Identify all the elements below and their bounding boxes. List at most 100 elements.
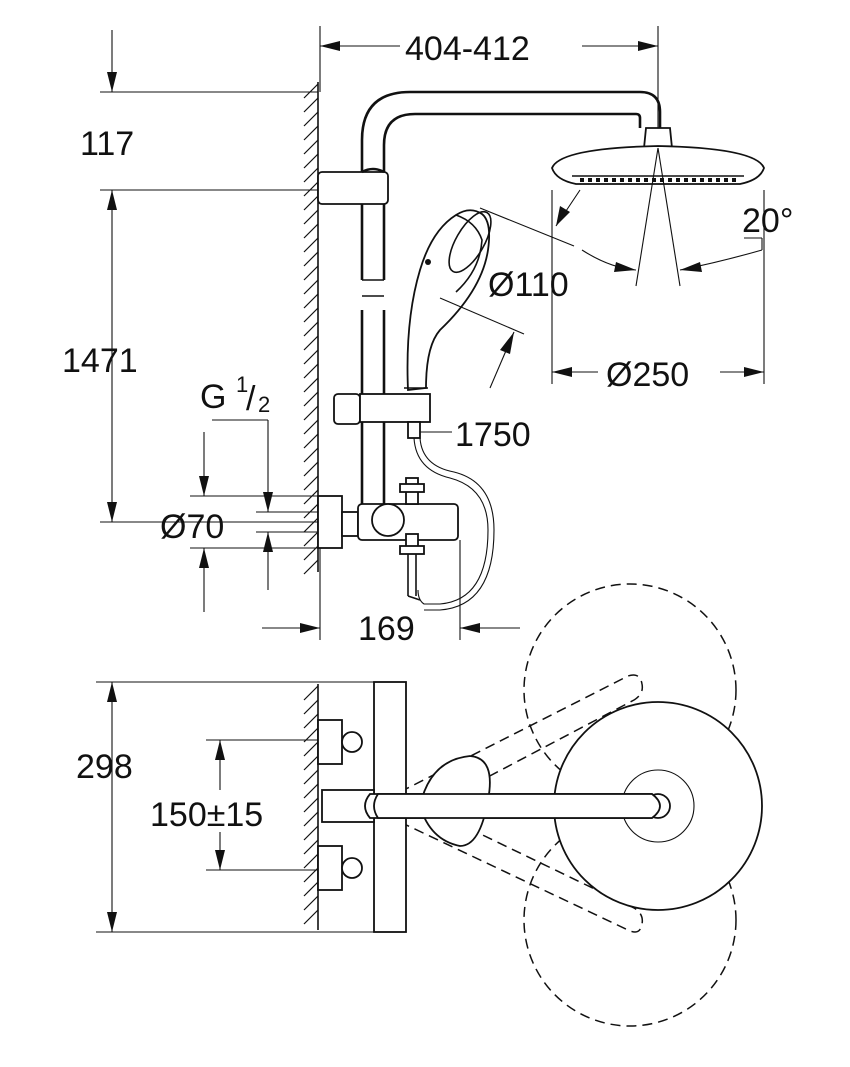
wall-hatch-line — [303, 783, 319, 799]
nozzle — [676, 178, 680, 182]
wall-hatch-line — [303, 531, 319, 547]
dimension-70: Ø70 — [160, 432, 318, 612]
wall-hatch-line — [303, 489, 319, 505]
nozzle — [724, 178, 728, 182]
wall-hatch-line — [303, 503, 319, 519]
spray-angle-20: 20° — [581, 147, 793, 287]
wall-hatch-line — [303, 741, 319, 757]
wall-hatch-line — [303, 223, 319, 239]
wall-hatch-line — [303, 195, 319, 211]
dimension-404-412: 404-412 — [319, 26, 659, 140]
wall-hatch-line — [303, 181, 319, 197]
wall-hatch-line — [303, 321, 319, 337]
nozzle — [636, 178, 640, 182]
nozzle — [716, 178, 720, 182]
wall-hatch-line — [303, 167, 319, 183]
wall-hatch-line — [303, 433, 319, 449]
wall-elevation — [303, 82, 319, 575]
dimension-298: 298 — [76, 681, 400, 933]
wall-hatch-line — [303, 209, 319, 225]
wall-hatch-line — [303, 713, 319, 729]
dim-110-label: Ø110 — [488, 266, 569, 304]
nozzle — [596, 178, 600, 182]
wall-hatch-line — [303, 517, 319, 533]
dim-250-label: Ø250 — [606, 356, 689, 394]
wall-hatch-line — [303, 755, 319, 771]
nozzle — [612, 178, 616, 182]
wall-hatch-line — [303, 447, 319, 463]
nozzle — [732, 178, 736, 182]
dim-70-label: Ø70 — [160, 508, 224, 546]
wall-hatch-line — [303, 279, 319, 295]
wall-hatch-line — [303, 797, 319, 813]
nozzle — [588, 178, 592, 182]
dimension-110: Ø110 — [439, 189, 581, 389]
dimension-169: 169 — [262, 540, 520, 648]
thermostat-mixer — [317, 477, 459, 601]
nozzle — [668, 178, 672, 182]
wall-hatch-line — [303, 335, 319, 351]
wall-hatch-line — [303, 307, 319, 323]
wall-hatch-line — [303, 895, 319, 911]
wall-hatch-line — [303, 811, 319, 827]
angle-label: 20° — [742, 202, 793, 240]
nozzle — [652, 178, 656, 182]
dimension-250: Ø250 — [551, 190, 765, 394]
wall-hatch-line — [303, 559, 319, 575]
wall-hatch-line — [303, 391, 319, 407]
nozzle — [628, 178, 632, 182]
nozzle — [580, 178, 584, 182]
dim-150-label: 150±15 — [150, 796, 263, 834]
wall-plan — [303, 684, 319, 930]
wall-hatch-line — [303, 125, 319, 141]
wall-hatch-line — [303, 237, 319, 253]
wall-hatch-line — [303, 111, 319, 127]
dimension-117: 117 — [80, 30, 318, 522]
dimension-150: 150±15 — [150, 739, 318, 871]
wall-hatch-line — [303, 839, 319, 855]
thread-num: 1 — [236, 372, 248, 397]
nozzle — [700, 178, 704, 182]
wall-hatch-line — [303, 909, 319, 925]
wall-hatch-line — [303, 881, 319, 897]
wall-hatch-line — [303, 419, 319, 435]
wall-hatch-line — [303, 685, 319, 701]
wall-hatch-line — [303, 475, 319, 491]
wall-hatch-line — [303, 825, 319, 841]
wall-hatch-line — [303, 293, 319, 309]
nozzle — [708, 178, 712, 182]
wall-hatch-line — [303, 405, 319, 421]
dim-404-412-label: 404-412 — [405, 30, 530, 68]
overhead-shower-head — [551, 127, 765, 185]
dimension-1471: 1471 — [62, 342, 318, 523]
dim-298-label: 298 — [76, 748, 133, 786]
wall-hatch-line — [303, 363, 319, 379]
dim-169-label: 169 — [358, 610, 415, 648]
nozzle — [660, 178, 664, 182]
dim-117-label: 117 — [80, 125, 134, 163]
dim-1471-label: 1471 — [62, 342, 138, 380]
wall-hatch-line — [303, 461, 319, 477]
nozzle — [604, 178, 608, 182]
wall-hatch-line — [303, 251, 319, 267]
nozzle — [644, 178, 648, 182]
wall-hatch-line — [303, 349, 319, 365]
wall-hatch-line — [303, 153, 319, 169]
thread-slash: / — [246, 380, 256, 418]
wall-hatch-line — [303, 97, 319, 113]
wall-hatch-line — [303, 769, 319, 785]
nozzle — [620, 178, 624, 182]
wall-hatch-line — [303, 83, 319, 99]
wall-hatch-line — [303, 139, 319, 155]
wall-hatch-line — [303, 265, 319, 281]
dimension-1750: 1750 — [413, 416, 531, 611]
wall-hatch-line — [303, 853, 319, 869]
nozzle — [684, 178, 688, 182]
nozzle — [692, 178, 696, 182]
dim-1750-label: 1750 — [455, 416, 531, 454]
dimension-g-thread: G 1 / 2 — [200, 372, 318, 590]
plan-mixer — [317, 681, 661, 933]
wall-hatch-line — [303, 699, 319, 715]
wall-hatch-line — [303, 377, 319, 393]
